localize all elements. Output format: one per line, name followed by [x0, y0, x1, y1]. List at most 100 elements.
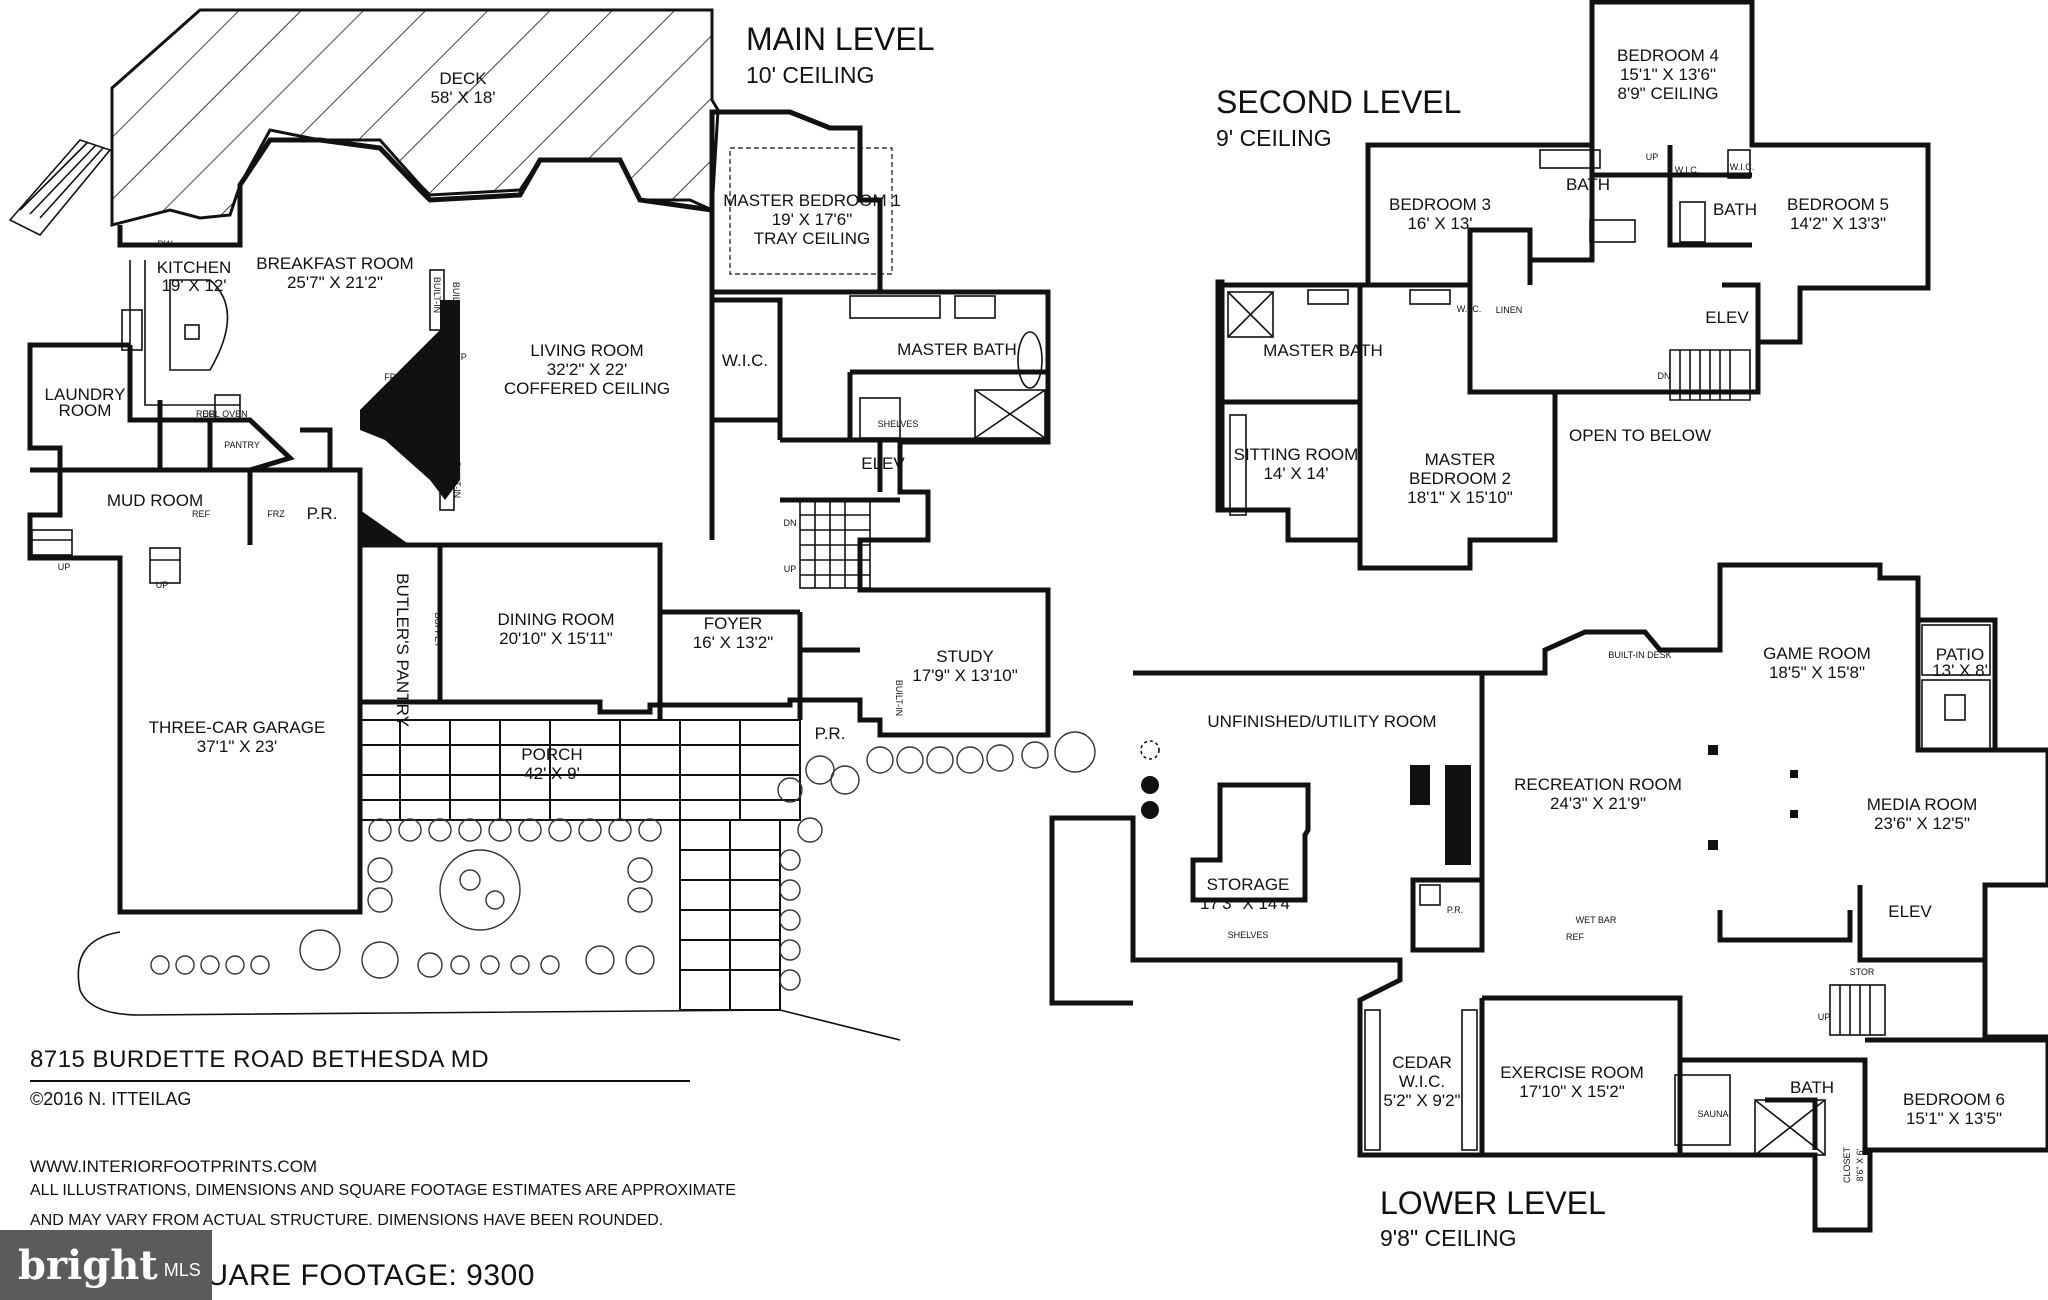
- room-label: BATH: [1566, 175, 1610, 194]
- room-label: W.I.C.: [1457, 304, 1482, 314]
- room-dimension: 32'2" X 22': [547, 360, 628, 379]
- room-label: DINING ROOM: [497, 610, 614, 629]
- lower-level-ceiling: 9'8" CEILING: [1380, 1225, 1517, 1251]
- fixture-label: WET BAR: [1576, 915, 1617, 925]
- room-label: FOYER: [704, 614, 763, 633]
- second-level-plan: [1215, 0, 1931, 571]
- disclaimer-line-1: ALL ILLUSTRATIONS, DIMENSIONS AND SQUARE…: [30, 1182, 736, 1199]
- stair-label: UP: [784, 564, 797, 574]
- room-label: LINEN: [1496, 305, 1523, 315]
- fixture-label: BUILT-IN: [432, 277, 442, 313]
- website-link[interactable]: WWW.INTERIORFOOTPRINTS.COM: [30, 1157, 318, 1176]
- disclaimer-line-2: AND MAY VARY FROM ACTUAL STRUCTURE. DIME…: [30, 1212, 664, 1229]
- fixture-label: SHELVES: [1228, 930, 1269, 940]
- logo-mls-text: MLS: [163, 1259, 201, 1280]
- fixture-label: BUILT-IN: [451, 282, 461, 318]
- lower-interior-walls: [1410, 575, 2048, 1155]
- stair-landing-mark: [360, 510, 410, 545]
- room-label: SITTING ROOM: [1234, 445, 1359, 464]
- room-label: BEDROOM 2: [1409, 469, 1511, 488]
- room-label: CLOSET: [1842, 1146, 1852, 1183]
- room-dimension: 17'3" X 14'4": [1200, 894, 1296, 913]
- fixture-label: SHELVES: [878, 419, 919, 429]
- room-dimension: 15'1" X 13'6": [1620, 65, 1716, 84]
- room-label: PANTRY: [224, 440, 260, 450]
- room-dimension: 15'1" X 13'5": [1906, 1109, 2002, 1128]
- room-dimension: 8'6" X 6': [1855, 1148, 1865, 1181]
- deck-stairs: [8, 139, 112, 237]
- room-label: P.R.: [1447, 905, 1463, 915]
- room-dimension: 16' X 13': [1407, 214, 1472, 233]
- builtin-shelf: [439, 459, 455, 511]
- stair-label: UP: [156, 580, 169, 590]
- address-divider: [30, 1080, 690, 1082]
- room-label: KITCHEN: [157, 258, 232, 277]
- room-dimension: 17'10" X 15'2": [1519, 1082, 1625, 1101]
- room-label: BATH: [1790, 1078, 1834, 1097]
- room-dimension: 5'2" X 9'2": [1383, 1091, 1460, 1110]
- lower-bath-fixtures: [1419, 884, 1826, 1156]
- room-label: BEDROOM 4: [1617, 46, 1719, 65]
- room-label: ELEV: [1705, 308, 1749, 327]
- driveway-edge: [77, 931, 901, 1041]
- butlers-pantry-label: BUTLER'S PANTRY: [393, 573, 412, 727]
- copyright-line: ©2016 N. ITTEILAG: [30, 1089, 192, 1109]
- room-label: W.I.C.: [1730, 162, 1755, 172]
- room-label: MASTER: [1425, 450, 1496, 469]
- main-interior-walls: [30, 210, 1048, 720]
- porch-pavers: [359, 719, 801, 821]
- room-dimension: 19' X 12': [161, 276, 226, 295]
- level-titles: MAIN LEVEL 10' CEILING SECOND LEVEL 9' C…: [746, 21, 1606, 1251]
- room-dimension: 37'1" X 23': [197, 737, 278, 756]
- water-heater-outline: [1140, 740, 1160, 760]
- room-label: STOR: [1850, 967, 1875, 977]
- stair-label: UP: [1646, 152, 1659, 162]
- room-note: 8'9" CEILING: [1618, 84, 1719, 103]
- room-label: MUD ROOM: [107, 491, 203, 510]
- lower-stairs: [1829, 984, 1886, 1036]
- room-labels: DECK 58' X 18' KITCHEN 19' X 12' BREAKFA…: [45, 46, 2005, 1183]
- room-label: DECK: [439, 69, 487, 88]
- fixture-label: DBL OVEN: [202, 409, 247, 419]
- fireplace-shape: [360, 300, 460, 500]
- room-label: STUDY: [936, 647, 994, 666]
- mudroom-stairs: [31, 529, 181, 584]
- main-level-ceiling: 10' CEILING: [746, 62, 874, 88]
- room-dimension: 13' X 8': [1932, 661, 1988, 680]
- room-label: W.I.C.: [1399, 1072, 1445, 1091]
- second-level-title: SECOND LEVEL: [1216, 84, 1461, 120]
- deck-area: [110, 8, 720, 227]
- stair-label: UP: [58, 562, 71, 572]
- fixture-label: REF: [192, 509, 211, 519]
- room-label: LIVING ROOM: [530, 341, 643, 360]
- room-label: STORAGE: [1207, 875, 1290, 894]
- fixture-label: DW: [158, 239, 173, 249]
- room-label: SAUNA: [1697, 1109, 1728, 1119]
- logo-wordmark: bright: [18, 1241, 158, 1289]
- room-label: OPEN TO BELOW: [1569, 426, 1711, 445]
- room-label: BATH: [1713, 200, 1757, 219]
- fixture-label: BUILT-IN: [452, 462, 462, 498]
- fixture-label: REF: [1566, 932, 1585, 942]
- room-label: LAUNDRY: [45, 385, 126, 404]
- room-dimension: 58' X 18': [430, 88, 495, 107]
- cedar-shelves: [1364, 1009, 1478, 1151]
- second-bath-fixtures: [1227, 149, 1751, 516]
- room-dimension: 17'9" X 13'10": [912, 666, 1018, 685]
- utility-equipment: [1445, 765, 1471, 865]
- room-label: PATIO: [1936, 645, 1985, 664]
- room-label: RECREATION ROOM: [1514, 775, 1682, 794]
- water-heater: [1141, 801, 1159, 819]
- fixture-label: BUFFET: [433, 613, 443, 649]
- room-dimension: 14'2" X 13'3": [1790, 214, 1886, 233]
- room-note: TRAY CEILING: [754, 229, 871, 248]
- room-dimension: 23'6" X 12'5": [1874, 814, 1970, 833]
- fixture-label: BUILT-IN: [894, 680, 904, 716]
- main-level-title: MAIN LEVEL: [746, 21, 935, 57]
- stair-label: UP: [1818, 1012, 1831, 1022]
- room-label: GAME ROOM: [1763, 644, 1871, 663]
- room-label: P.R.: [815, 724, 846, 743]
- room-label: PORCH: [521, 745, 582, 764]
- lower-level-plan: [1049, 562, 2048, 1233]
- fixture-label: FRZ: [267, 509, 285, 519]
